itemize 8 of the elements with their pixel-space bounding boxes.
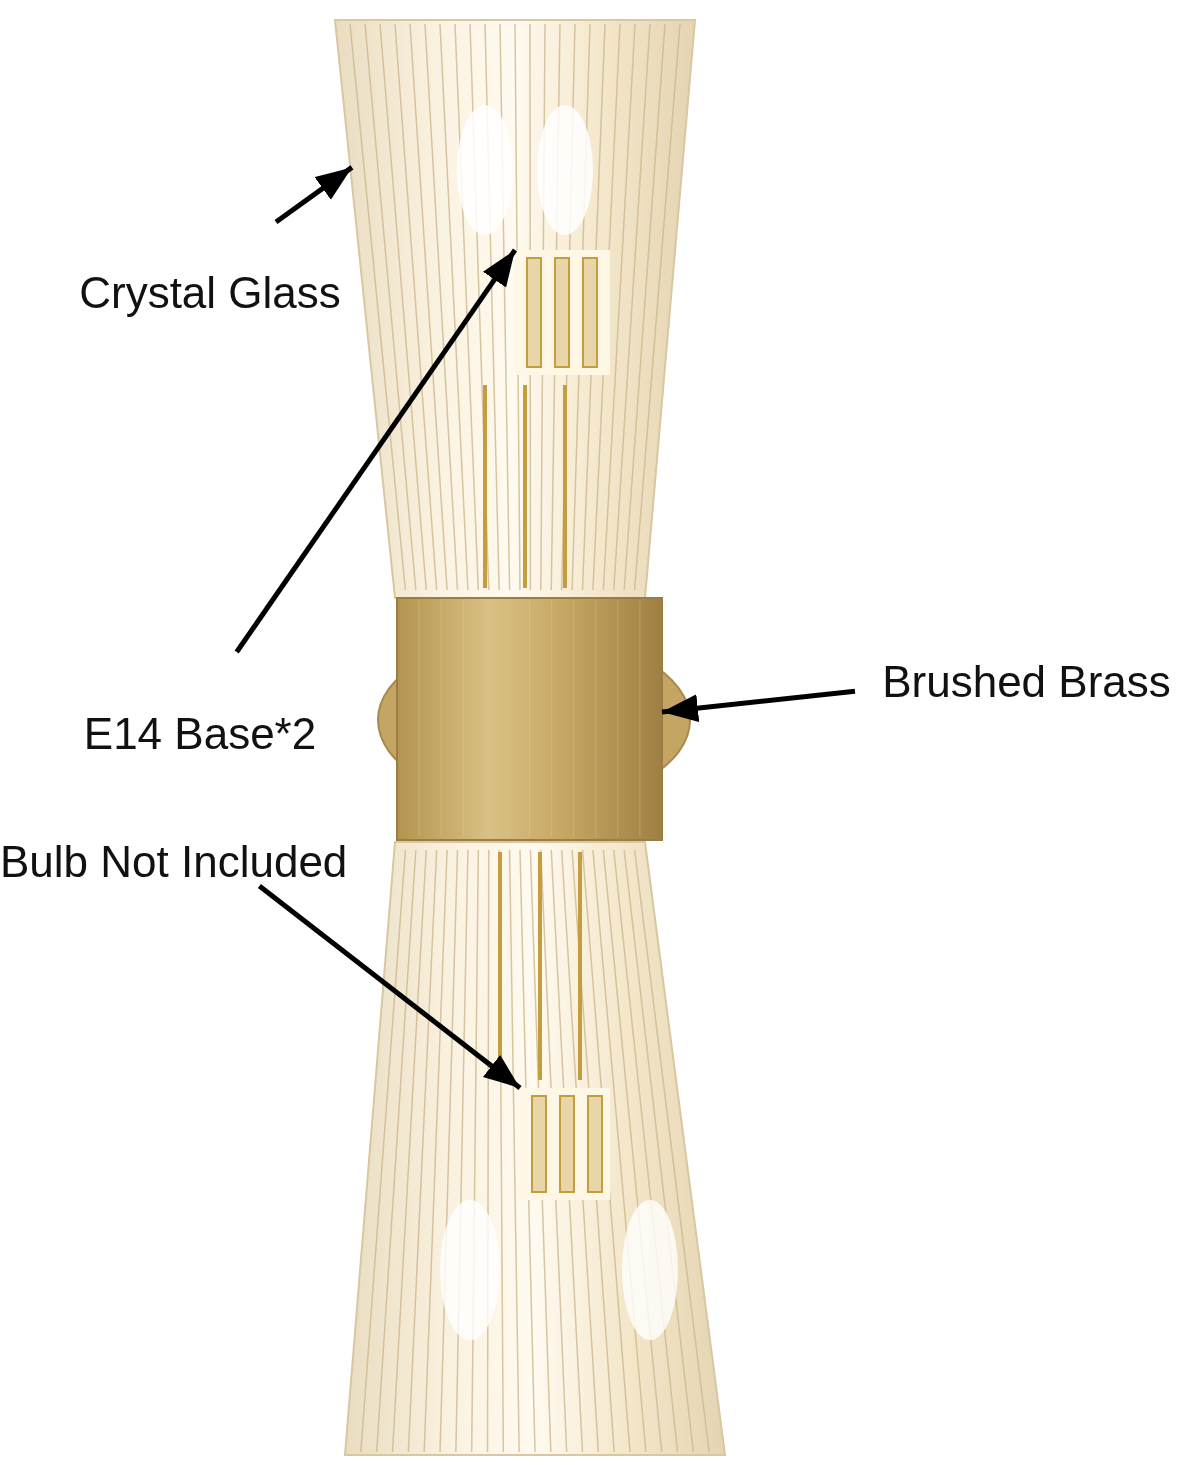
leader-arrow (234, 248, 518, 654)
leader-arrow (274, 165, 354, 225)
leader-arrow (257, 884, 522, 1090)
callout-label: Crystal Glass (79, 268, 341, 317)
callout-label: Brushed Brass (882, 657, 1171, 706)
callout-label: Bulb Not Included (0, 837, 348, 886)
leader-arrow (661, 688, 856, 723)
callout-label: E14 Base*2 (83, 709, 317, 758)
